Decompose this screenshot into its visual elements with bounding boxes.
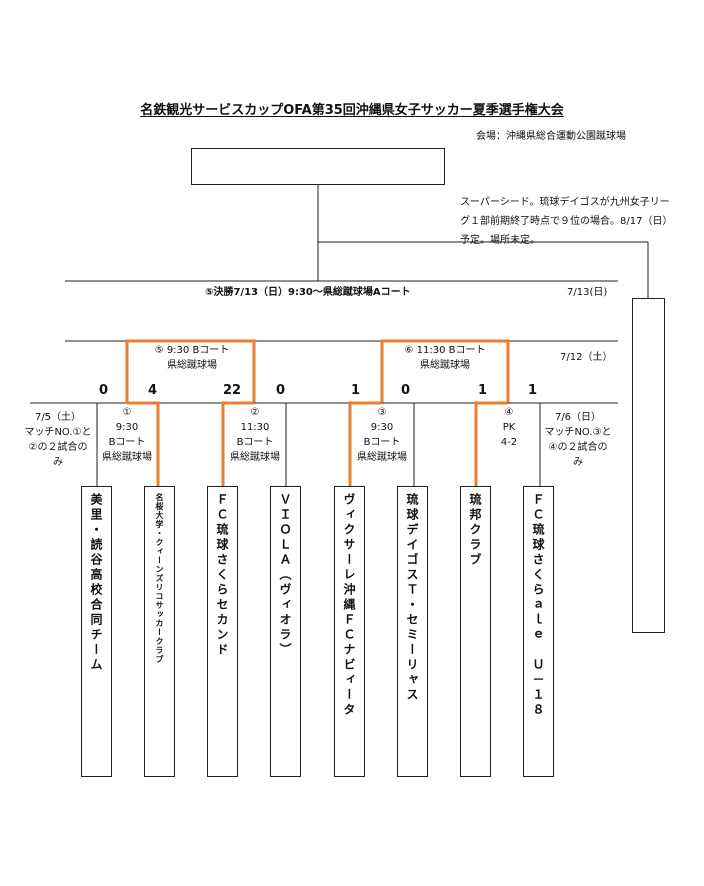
m4-bracket-left	[474, 401, 508, 486]
match-2-time: 11:30	[240, 422, 270, 433]
team-name-4: ＶＩＯＬＡ（ヴィオラ）	[278, 493, 292, 658]
team-box-6: 琉球デイゴスＴ・セミーリャス	[397, 486, 428, 777]
team-box-3: ＦＣ琉球さくらセカンド	[207, 486, 238, 777]
side-note-right: 7/6（日） マッチNO.③と ④の２試合の み	[540, 410, 616, 470]
team-name-1: 美里・読谷高校合同チーム	[89, 493, 103, 673]
team-box-7: 琉邦クラブ	[460, 486, 491, 777]
team-box-4: ＶＩＯＬＡ（ヴィオラ）	[270, 486, 301, 777]
match-3-court: Bコート	[363, 437, 401, 448]
match-2-info: ② 11:30 Bコート 県総蹴球場	[224, 405, 286, 465]
side-note-right-date: 7/6（日）	[554, 412, 602, 423]
final-label: ⑤決勝7/13（日）9:30～県総蹴球場Aコート	[205, 287, 411, 298]
score-2: 4	[148, 383, 158, 398]
m4-bracket-right	[508, 402, 541, 486]
side-note-left-text1: マッチNO.①と	[24, 427, 92, 438]
m2-bracket-left	[221, 401, 254, 486]
team-name-7: 琉邦クラブ	[468, 493, 482, 568]
match-1-time: 9:30	[115, 422, 139, 433]
team-box-5: ヴィクサーレ沖縄ＦＣナビィータ	[334, 486, 365, 777]
score-1: 0	[99, 383, 109, 398]
super-seed-note: スーパーシード。琉球デイゴスが九州女子リーグ１部前期終了時点で９位の場合。8/1…	[460, 197, 670, 246]
team-name-5: ヴィクサーレ沖縄ＦＣナビィータ	[342, 493, 356, 718]
semi-date: 7/12（土）	[560, 352, 613, 363]
score-6: 0	[401, 383, 411, 398]
match-1-court: Bコート	[108, 437, 146, 448]
semi-left-info: ⑤ 9:30 Bコート 県総蹴球場	[137, 343, 247, 373]
match-3-info: ③ 9:30 Bコート 県総蹴球場	[351, 405, 413, 465]
side-note-right-text1: マッチNO.③と	[544, 427, 612, 438]
match-2-venue: 県総蹴球場	[230, 452, 280, 463]
team-box-8: ＦＣ琉球さくらａｌｅ Ｕ－１８	[523, 486, 554, 777]
score-7: 1	[478, 383, 488, 398]
team-name-6: 琉球デイゴスＴ・セミーリャス	[405, 493, 419, 703]
m1-bracket-right	[127, 401, 160, 486]
side-note-left: 7/5（土） マッチNO.①と ②の２試合の み	[20, 410, 96, 470]
semi-right-line2: 県総蹴球場	[420, 360, 470, 371]
match-1-venue: 県総蹴球場	[102, 452, 152, 463]
match-4-pk: PK	[502, 422, 516, 433]
team-box-2: 名桜大学・クィーンズリコサッカークラブ	[144, 486, 175, 777]
match-4-num: ④	[504, 407, 514, 418]
match-3-time: 9:30	[370, 422, 394, 433]
super-seed-box	[632, 298, 665, 633]
m3-bracket-left	[348, 401, 382, 486]
match-2-num: ②	[250, 407, 260, 418]
m3-bracket-right	[382, 402, 415, 486]
match-1-num: ①	[122, 407, 132, 418]
final-date: 7/13(日)	[567, 287, 608, 298]
score-4: 0	[276, 383, 286, 398]
side-note-left-text3: み	[53, 457, 63, 468]
semi-left-bracket	[125, 339, 256, 403]
side-note-left-date: 7/5（土）	[34, 412, 82, 423]
team-name-3: ＦＣ琉球さくらセカンド	[215, 493, 229, 658]
semi-left-line1: ⑤ 9:30 Bコート	[154, 345, 230, 356]
match-3-venue: 県総蹴球場	[357, 452, 407, 463]
champion-box	[191, 148, 445, 185]
score-5: 1	[351, 383, 361, 398]
m2-bracket-right	[254, 402, 287, 486]
side-note-right-text3: み	[573, 457, 583, 468]
team-box-1: 美里・読谷高校合同チーム	[81, 486, 112, 777]
semi-right-info: ⑥ 11:30 Bコート 県総蹴球場	[386, 343, 504, 373]
side-note-right-text2: ④の２試合の	[548, 442, 608, 453]
team-name-8: ＦＣ琉球さくらａｌｅ Ｕ－１８	[531, 493, 545, 718]
match-3-num: ③	[377, 407, 387, 418]
semi-left-line2: 県総蹴球場	[167, 360, 217, 371]
semi-right-line1: ⑥ 11:30 Bコート	[404, 345, 486, 356]
match-1-info: ① 9:30 Bコート 県総蹴球場	[97, 405, 157, 465]
match-2-court: Bコート	[236, 437, 274, 448]
side-note-left-text2: ②の２試合の	[28, 442, 88, 453]
venue-label: 会場：沖縄県総合運動公園蹴球場	[476, 131, 626, 142]
team-name-2: 名桜大学・クィーンズリコサッカークラブ	[155, 493, 164, 664]
score-3: 22	[223, 383, 242, 398]
score-8: 1	[528, 383, 538, 398]
match-4-pk-score: 4-2	[500, 437, 518, 448]
match-4-info: ④ PK 4-2	[478, 405, 540, 450]
page-title: 名鉄観光サービスカップOFA第35回沖縄県女子サッカー夏季選手権大会	[140, 103, 564, 118]
